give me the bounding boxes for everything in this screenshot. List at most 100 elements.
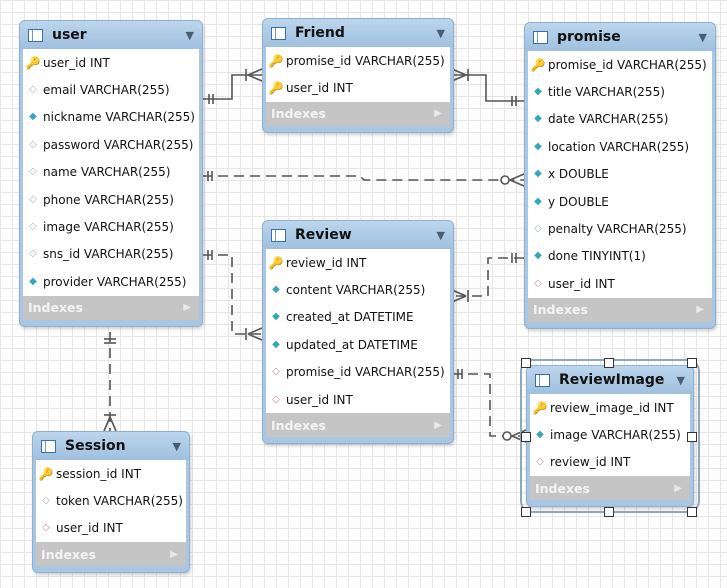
- expand-arrow-icon[interactable]: ▶: [434, 419, 442, 431]
- column-row[interactable]: ◇email VARCHAR(255): [23, 76, 199, 103]
- column-row[interactable]: ◆y DOUBLE: [528, 188, 712, 215]
- column-row[interactable]: 🔑user_id INT: [266, 74, 450, 101]
- table-promise[interactable]: promise ▼ 🔑promise_id VARCHAR(255) ◆ titl…: [524, 22, 716, 329]
- table-session-title: Session: [65, 438, 126, 454]
- column-row[interactable]: 🔑review_id INT: [266, 249, 450, 276]
- not-null-diamond-icon: ◆: [534, 86, 542, 98]
- column-row[interactable]: ◆date VARCHAR(255): [528, 106, 712, 133]
- resize-handle-middle-right[interactable]: [687, 432, 697, 442]
- column-row[interactable]: ◇token VARCHAR(255): [36, 487, 186, 514]
- column-label: promise_id VARCHAR(255): [286, 365, 445, 380]
- collapse-arrow-icon[interactable]: ▼: [698, 30, 707, 44]
- column-label: review_image_id INT: [550, 400, 674, 415]
- indexes-section[interactable]: Indexes ▶: [266, 101, 450, 126]
- collapse-arrow-icon[interactable]: ▼: [676, 373, 685, 387]
- rel-user-friend: [202, 74, 262, 100]
- column-row[interactable]: ◇user_id INT: [528, 270, 712, 297]
- resize-handle-bottom-right[interactable]: [687, 507, 697, 517]
- column-row[interactable]: 🔑promise_id VARCHAR(255): [528, 51, 712, 78]
- column-row[interactable]: ◇image VARCHAR(255): [23, 213, 199, 240]
- column-label: name VARCHAR(255): [43, 165, 171, 180]
- table-user-columns: 🔑user_id INT ◇email VARCHAR(255) ◆nickna…: [23, 49, 199, 296]
- indexes-section[interactable]: Indexes ▶: [528, 297, 712, 322]
- indexes-label: Indexes: [41, 546, 96, 562]
- table-session-header[interactable]: Session ▼: [33, 432, 189, 460]
- resize-handle-top-left[interactable]: [521, 358, 531, 368]
- column-row[interactable]: ◇review_id INT: [530, 449, 690, 476]
- column-label: title VARCHAR(255): [548, 85, 665, 100]
- table-review[interactable]: Review ▼ 🔑review_id INT ◆content VARCHAR…: [262, 220, 454, 445]
- column-row[interactable]: ◆nickname VARCHAR(255): [23, 104, 199, 131]
- column-row[interactable]: ◇user_id INT: [36, 515, 186, 542]
- expand-arrow-icon[interactable]: ▶: [434, 108, 442, 120]
- resize-handle-top-right[interactable]: [687, 358, 697, 368]
- resize-handle-bottom-left[interactable]: [521, 507, 531, 517]
- not-null-diamond-icon: ◆: [534, 250, 542, 262]
- expand-arrow-icon[interactable]: ▶: [674, 482, 682, 494]
- column-row[interactable]: ◇user_id INT: [266, 386, 450, 413]
- rel-review-reviewimage-optional-circle: [502, 431, 512, 441]
- table-icon: [28, 28, 43, 42]
- table-friend-columns: 🔑promise_id VARCHAR(255) 🔑user_id INT: [266, 47, 450, 102]
- column-row[interactable]: ◆done TINYINT(1): [528, 243, 712, 270]
- column-label: user_id INT: [43, 55, 110, 70]
- primary-key-icon: 🔑: [38, 466, 54, 481]
- rel-user-promise-optional-circle: [500, 175, 510, 185]
- column-row[interactable]: ◆image VARCHAR(255): [530, 421, 690, 448]
- column-row[interactable]: ◆created_at DATETIME: [266, 304, 450, 331]
- table-review-columns: 🔑review_id INT ◆content VARCHAR(255) ◆cr…: [266, 249, 450, 414]
- table-friend-header[interactable]: Friend ▼: [263, 19, 453, 47]
- table-reviewimage-title: ReviewImage: [559, 372, 665, 388]
- table-promise-columns: 🔑promise_id VARCHAR(255) ◆ title VARCHAR(…: [528, 51, 712, 298]
- column-row[interactable]: 🔑session_id INT: [36, 460, 186, 487]
- table-review-header[interactable]: Review ▼: [263, 221, 453, 249]
- resize-handle-bottom-middle[interactable]: [604, 507, 614, 517]
- column-row[interactable]: 🔑promise_id VARCHAR(255): [266, 47, 450, 74]
- collapse-arrow-icon[interactable]: ▼: [172, 439, 181, 453]
- table-promise-header[interactable]: promise ▼: [525, 23, 715, 51]
- column-row[interactable]: ◇phone VARCHAR(255): [23, 186, 199, 213]
- column-row[interactable]: ◆x DOUBLE: [528, 161, 712, 188]
- expand-arrow-icon[interactable]: ▶: [696, 304, 704, 316]
- indexes-section[interactable]: Indexes ▶: [266, 413, 450, 438]
- rel-user-promise: [202, 175, 524, 181]
- not-null-diamond-icon: ◆: [29, 275, 37, 287]
- resize-handle-top-middle[interactable]: [604, 358, 614, 368]
- column-row[interactable]: ◇promise_id VARCHAR(255): [266, 359, 450, 386]
- indexes-section[interactable]: Indexes ▶: [23, 295, 199, 320]
- indexes-section[interactable]: Indexes ▶: [36, 542, 186, 567]
- expand-arrow-icon[interactable]: ▶: [183, 302, 191, 314]
- table-icon: [535, 373, 550, 387]
- column-row[interactable]: ◆updated_at DATETIME: [266, 331, 450, 358]
- table-reviewimage[interactable]: ReviewImage ▼ 🔑review_image_id INT ◆imag…: [520, 358, 700, 514]
- column-label: user_id INT: [56, 521, 123, 536]
- table-icon: [41, 439, 56, 453]
- column-row[interactable]: ◇password VARCHAR(255): [23, 131, 199, 158]
- indexes-label: Indexes: [28, 300, 83, 316]
- rel-user-promise-many-lower: [509, 179, 525, 187]
- column-row[interactable]: ◆provider VARCHAR(255): [23, 268, 199, 295]
- column-row[interactable]: ◆location VARCHAR(255): [528, 133, 712, 160]
- table-reviewimage-header[interactable]: ReviewImage ▼: [527, 366, 693, 394]
- expand-arrow-icon[interactable]: ▶: [170, 548, 178, 560]
- collapse-arrow-icon[interactable]: ▼: [185, 28, 194, 42]
- column-row[interactable]: ◇name VARCHAR(255): [23, 159, 199, 186]
- column-row[interactable]: ◇penalty VARCHAR(255): [528, 215, 712, 242]
- collapse-arrow-icon[interactable]: ▼: [436, 26, 445, 40]
- collapse-arrow-icon[interactable]: ▼: [436, 228, 445, 242]
- column-row[interactable]: ◆ title VARCHAR(255): [528, 78, 712, 105]
- nullable-diamond-icon: ◇: [29, 248, 37, 260]
- column-label: y DOUBLE: [548, 194, 609, 209]
- resize-handle-middle-left[interactable]: [521, 432, 531, 442]
- table-friend[interactable]: Friend ▼ 🔑promise_id VARCHAR(255) 🔑user_…: [262, 18, 454, 133]
- table-user-header[interactable]: user ▼: [20, 21, 202, 49]
- table-user[interactable]: user ▼ 🔑user_id INT ◇email VARCHAR(255) …: [19, 20, 203, 327]
- indexes-section[interactable]: Indexes ▶: [530, 476, 690, 501]
- column-row[interactable]: ◇sns_id VARCHAR(255): [23, 241, 199, 268]
- column-row[interactable]: 🔑user_id INT: [23, 49, 199, 76]
- rel-friend-promise-many-upper: [451, 68, 467, 76]
- table-session[interactable]: Session ▼ 🔑session_id INT ◇token VARCHAR…: [32, 431, 190, 574]
- column-row[interactable]: 🔑review_image_id INT: [530, 394, 690, 421]
- column-row[interactable]: ◆content VARCHAR(255): [266, 276, 450, 303]
